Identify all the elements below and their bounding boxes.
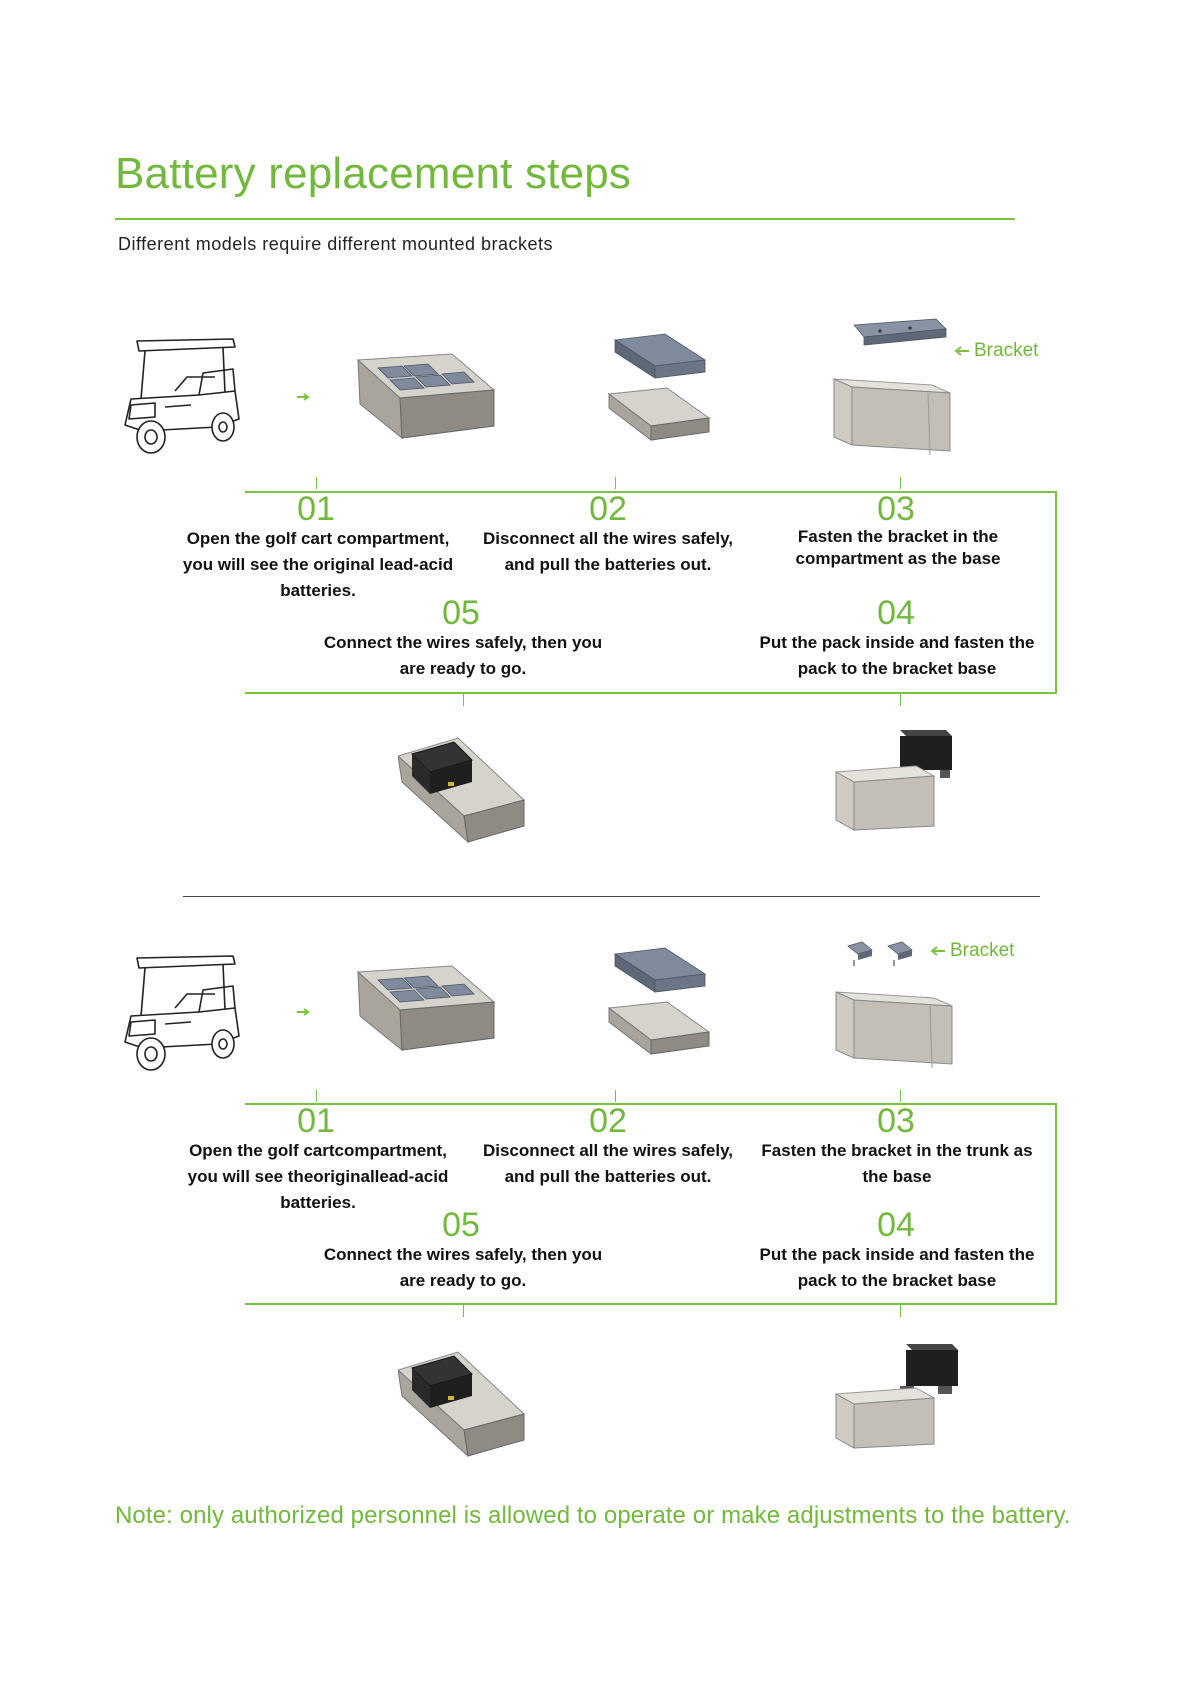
battery-removed-icon [605,332,715,444]
step-text: Disconnect all the wires safely, and pul… [482,529,734,574]
step-number: 03 [877,1102,915,1140]
bracket-label: Bracket [954,340,1038,362]
step-text: Connect the wires safely, then you are r… [323,633,603,678]
golf-cart-icon [115,333,245,461]
step-number: 05 [442,1206,480,1244]
battery-box-icon [356,962,496,1054]
bracket-icon [846,938,926,968]
step-text: Disconnect all the wires safely, and pul… [482,1141,734,1186]
title-underline [115,218,1015,220]
arrow-left-icon [954,346,970,356]
arrow-left-icon [930,946,946,956]
golf-cart-icon [115,950,245,1078]
step-number: 03 [877,490,915,528]
bracket-label: Bracket [930,940,1014,962]
lithium-pack-icon [834,726,958,840]
section-divider [183,896,1040,897]
step-text: Open the golf cartcompartment, you will … [187,1141,449,1212]
battery-removed-icon [605,946,715,1058]
lithium-pack-installed-icon [398,1344,526,1458]
step-text: Fasten the bracket in the trunk as the b… [761,1141,1033,1186]
step-text: Open the golf cart compartment, you will… [182,529,454,600]
step-number: 05 [442,594,480,632]
page-title: Battery replacement steps [115,149,632,198]
step-number: 02 [589,490,627,528]
step-number: 04 [877,594,915,632]
step-number: 01 [297,1102,335,1140]
battery-box-icon [356,350,496,442]
step-number: 04 [877,1206,915,1244]
bracket-icon [850,315,950,349]
step-text: Put the pack inside and fasten the pack … [759,1245,1035,1290]
lithium-pack-installed-icon [398,730,526,844]
empty-box-icon [832,375,952,457]
page-subtitle: Different models require different mount… [118,234,554,254]
step-text: Put the pack inside and fasten the pack … [759,633,1035,678]
step-text: Connect the wires safely, then you are r… [323,1245,603,1290]
arrow-right-icon [297,1008,311,1016]
arrow-right-icon [297,393,311,401]
step-number: 02 [589,1102,627,1140]
lithium-pack-icon [834,1340,958,1454]
empty-box-icon [834,988,954,1070]
step-number: 01 [297,490,335,528]
safety-note: Note: only authorized personnel is allow… [115,1502,1071,1529]
step-text: Fasten the bracket in the compartment as… [795,527,1001,568]
